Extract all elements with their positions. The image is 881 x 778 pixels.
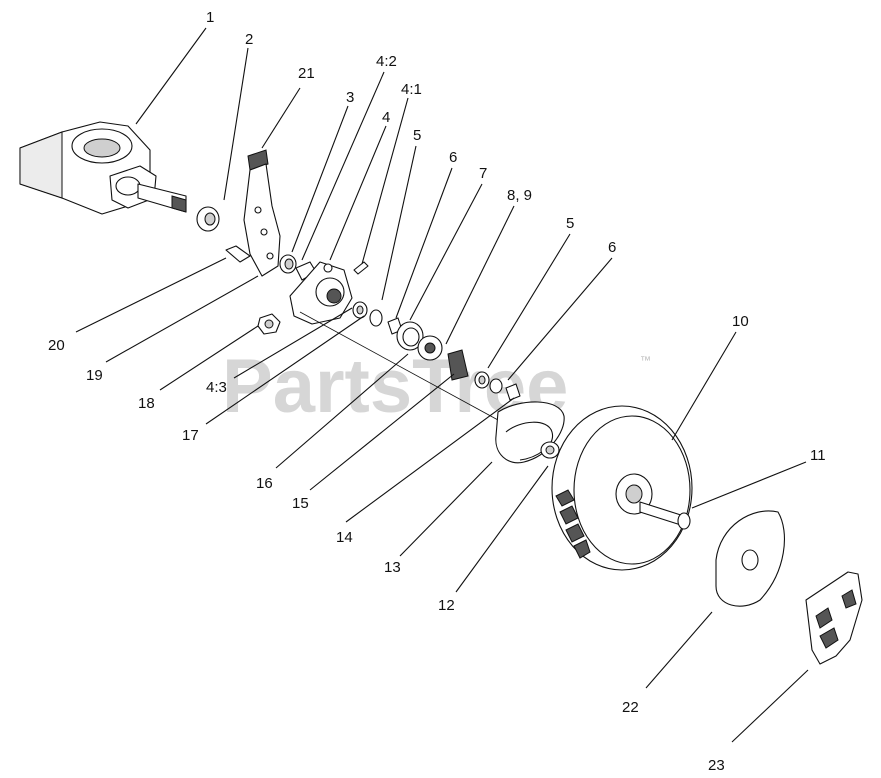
washer-part-6b (489, 378, 503, 394)
clip-part-14 (505, 383, 521, 401)
leader-lines (75, 27, 809, 743)
callout-3: 3 (346, 89, 354, 106)
callout-6a: 6 (449, 149, 457, 166)
callout-1: 1 (206, 9, 214, 26)
gear-part-8-9 (417, 335, 469, 381)
callout-20: 20 (48, 337, 65, 354)
callout-4-1: 4:1 (401, 81, 422, 98)
bushing-part-3 (279, 254, 297, 274)
callout-4: 4 (382, 109, 390, 126)
callout-19: 19 (86, 367, 103, 384)
callout-17: 17 (182, 427, 199, 444)
nut-part-18 (257, 313, 281, 335)
height-lever-part-21 (243, 149, 281, 277)
watermark-trademark: ™ (640, 355, 651, 367)
wheel-tire-part-10 (551, 405, 693, 571)
assembly-axis (299, 311, 521, 433)
callout-4-2: 4:2 (376, 53, 397, 70)
callout-2: 2 (245, 31, 253, 48)
bearing-part-7 (396, 321, 424, 351)
washer-part-6 (369, 309, 383, 327)
callout-18: 18 (138, 395, 155, 412)
washer-part-2 (196, 206, 220, 232)
callout-7: 7 (479, 165, 487, 182)
callout-10: 10 (732, 313, 749, 330)
deck-housing-part (19, 121, 187, 215)
bolt-part-20 (225, 245, 251, 263)
washer-part-5 (352, 301, 368, 319)
callout-11: 11 (810, 447, 826, 464)
tread-insert-part-23 (805, 571, 863, 665)
wheel-bracket-part-4 (289, 261, 353, 325)
callout-5a: 5 (413, 127, 421, 144)
callout-6b: 6 (608, 239, 616, 256)
callout-12: 12 (438, 597, 455, 614)
washer-part-5b (474, 371, 490, 389)
callout-14: 14 (336, 529, 353, 546)
callout-15: 15 (292, 495, 309, 512)
callout-4-3: 4:3 (206, 379, 227, 396)
callout-16: 16 (256, 475, 273, 492)
callout-8-9: 8, 9 (507, 187, 532, 204)
axle-bolt-part-11 (639, 501, 691, 530)
hub-cover-part-13 (495, 401, 565, 464)
callout-labels: 1 2 21 3 4:2 4:1 4 5 6 7 8, 9 5 6 10 11 … (48, 9, 826, 774)
screw-part-4-1 (353, 261, 369, 275)
hub-cap-part-22 (715, 510, 786, 607)
callout-5b: 5 (566, 215, 574, 232)
callout-23: 23 (708, 757, 725, 774)
callout-21: 21 (298, 65, 315, 82)
callout-13: 13 (384, 559, 401, 576)
callout-22: 22 (622, 699, 639, 716)
